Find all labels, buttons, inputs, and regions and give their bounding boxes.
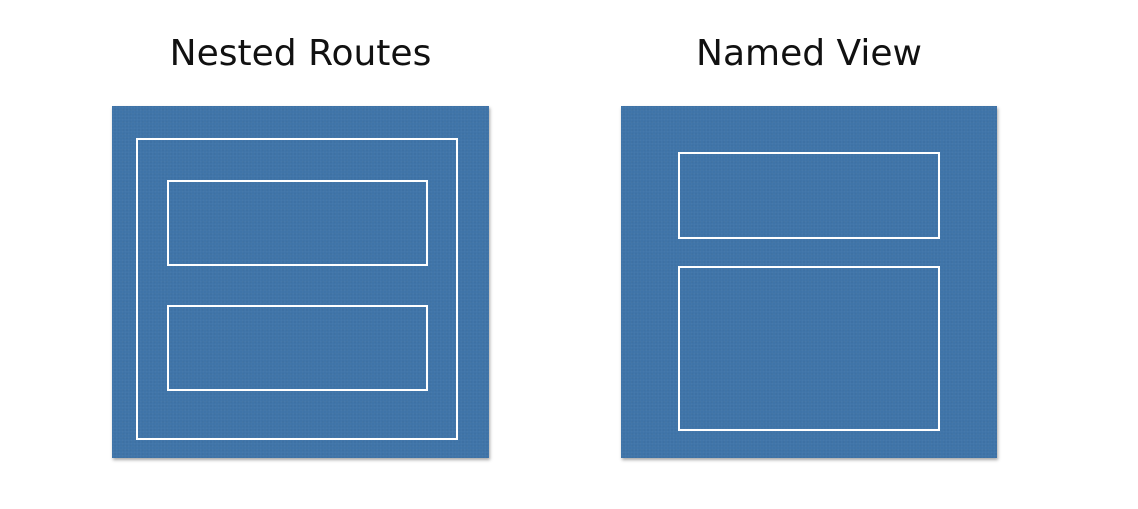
named-view-frame-top bbox=[678, 152, 940, 239]
named-view-title: Named View bbox=[696, 33, 922, 74]
named-view-frame-bottom bbox=[678, 266, 940, 431]
nested-routes-title: Nested Routes bbox=[169, 33, 432, 74]
child-route-frame-bottom bbox=[167, 305, 428, 391]
child-route-frame-top bbox=[167, 180, 428, 266]
nested-routes-diagram bbox=[112, 106, 489, 458]
parent-route-frame bbox=[136, 138, 458, 440]
named-view-diagram bbox=[621, 106, 997, 458]
